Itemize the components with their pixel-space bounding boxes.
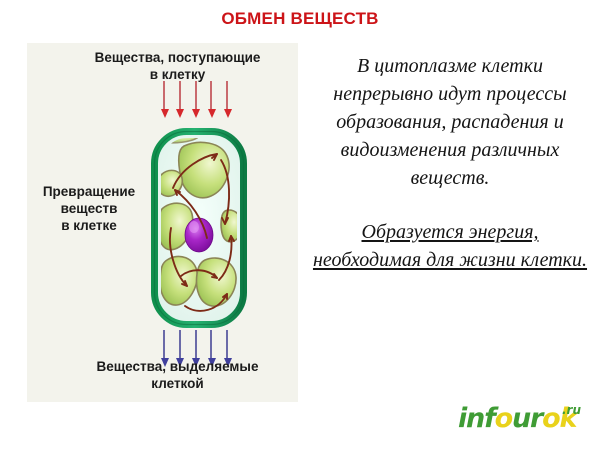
logo-tld: .ru: [562, 403, 582, 417]
nucleus: [184, 217, 214, 253]
paragraph-energy-produced: Образуется энергия, необходимая для жизн…: [312, 221, 588, 271]
label-transformation-line2: веществ: [60, 201, 118, 216]
label-transformation-line1: Превращение: [42, 184, 136, 199]
plant-cell-illustration: [151, 128, 247, 328]
infourok-logo[interactable]: infourok .ru: [458, 403, 586, 435]
label-transformation-line3: в клетке: [61, 218, 117, 233]
down-arrow-icon: [176, 81, 185, 118]
down-arrow-icon: [160, 81, 169, 118]
cytoplasm: [161, 138, 237, 312]
infourok-wordmark: infourok: [458, 403, 577, 434]
logo-letters-ur: ur: [511, 403, 543, 434]
transformation-flow-arrows: [169, 153, 235, 312]
down-arrow-icon: [207, 330, 216, 367]
explanation-text-column: В цитоплазме клетки непрерывно идут проц…: [306, 52, 594, 274]
metabolism-diagram-panel: Вещества, поступающие в клетку Превращен…: [27, 43, 298, 402]
down-arrow-icon: [192, 81, 201, 118]
down-arrow-icon: [223, 330, 232, 367]
logo-letters-ok: ok: [542, 403, 577, 434]
label-substances-entering: Вещества, поступающие в клетку: [75, 49, 280, 83]
down-arrow-icon: [160, 330, 169, 367]
logo-letters-inf: inf: [458, 403, 496, 434]
outgoing-substance-arrows: [160, 330, 232, 367]
down-arrow-icon: [192, 330, 201, 367]
down-arrow-icon: [207, 81, 216, 118]
down-arrow-icon: [223, 81, 232, 118]
label-substances-released: Вещества, выделяемые клеткой: [75, 358, 280, 392]
label-substances-released-line1: Вещества, выделяемые: [96, 359, 259, 374]
down-arrow-icon: [176, 330, 185, 367]
page-title: ОБМЕН ВЕЩЕСТВ: [221, 9, 379, 28]
paragraph-cytoplasm-processes: В цитоплазме клетки непрерывно идут проц…: [333, 55, 567, 189]
logo-letter-o: o: [494, 403, 514, 434]
label-transformation-in-cell: Превращение веществ в клетке: [29, 183, 149, 234]
label-substances-entering-line2: в клетку: [149, 67, 206, 82]
incoming-substance-arrows: [160, 81, 232, 118]
label-substances-entering-line1: Вещества, поступающие: [94, 50, 261, 65]
label-substances-released-line2: клеткой: [151, 376, 204, 391]
